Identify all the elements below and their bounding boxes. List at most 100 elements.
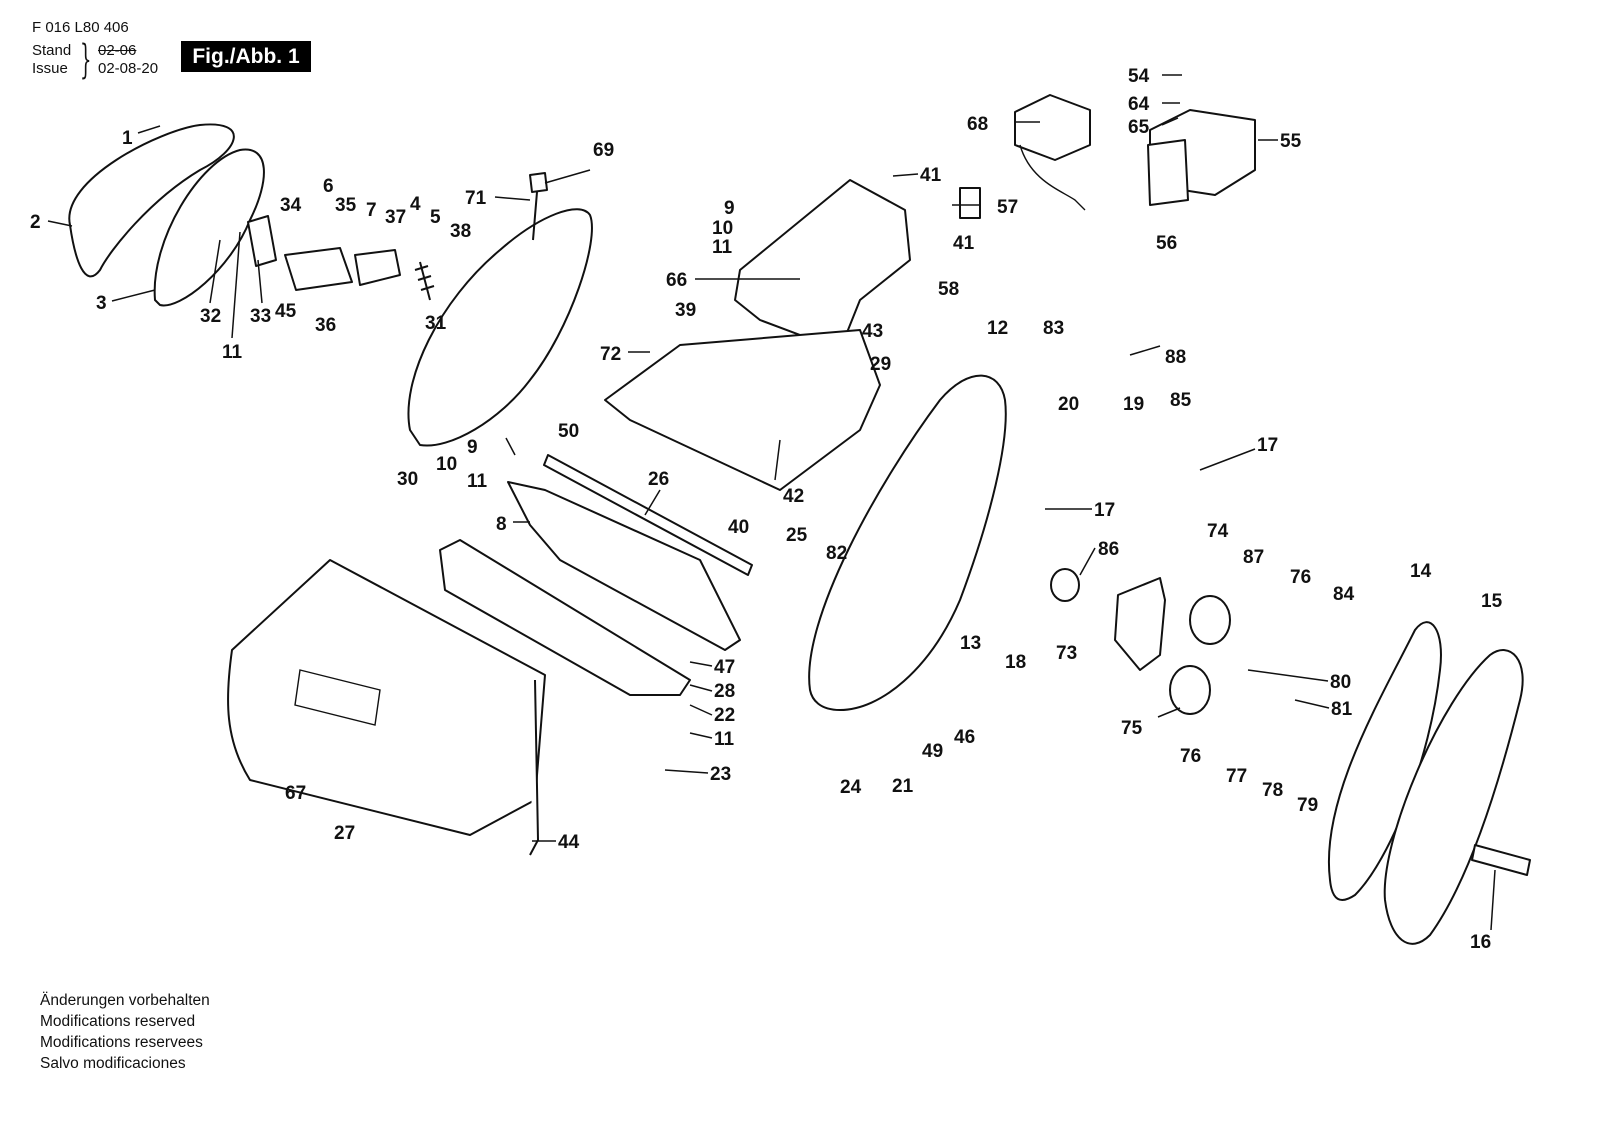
- callout-16: 16: [1470, 932, 1491, 953]
- callout-39: 39: [675, 300, 696, 321]
- figure-label: Fig./Abb. 1: [181, 41, 311, 72]
- callout-43: 43: [862, 321, 883, 342]
- leader-lines: [47, 74, 1496, 931]
- callout-66: 66: [666, 270, 687, 291]
- callout-86: 86: [1098, 539, 1119, 560]
- callout-17-a: 17: [1257, 435, 1278, 456]
- callout-28: 28: [714, 681, 735, 702]
- callout-77: 77: [1226, 766, 1247, 787]
- motor-cable-68: [1019, 144, 1086, 211]
- callout-30: 30: [397, 469, 418, 490]
- callout-38: 38: [450, 221, 471, 242]
- side-plate-12: [808, 374, 1007, 711]
- callout-1: 1: [122, 128, 133, 149]
- belt-cover-15: [1383, 649, 1524, 945]
- callout-82: 82: [826, 543, 847, 564]
- callout-76-a: 76: [1290, 567, 1311, 588]
- callout-85: 85: [1170, 390, 1192, 411]
- baffle-28: [439, 539, 691, 696]
- spring-31: [414, 261, 435, 301]
- callout-45: 45: [275, 301, 297, 322]
- callout-37: 37: [385, 207, 406, 228]
- callout-68: 68: [967, 114, 988, 135]
- callout-24: 24: [840, 777, 862, 798]
- toothed-belt-14: [1327, 621, 1442, 901]
- callout-47: 47: [714, 657, 735, 678]
- callout-10-top: 10: [712, 218, 733, 239]
- bracket-33: [247, 215, 277, 267]
- callout-87: 87: [1243, 547, 1264, 568]
- callout-84: 84: [1333, 584, 1355, 605]
- callout-44: 44: [558, 832, 580, 853]
- callout-11-bottom: 11: [714, 729, 735, 750]
- callout-11-top: 11: [712, 237, 733, 258]
- callout-15: 15: [1481, 591, 1503, 612]
- screw-71: [529, 172, 548, 241]
- callout-21: 21: [892, 776, 914, 797]
- callout-36: 36: [315, 315, 336, 336]
- callout-5: 5: [430, 207, 441, 228]
- brace-icon: }: [80, 37, 92, 83]
- callout-41-a: 41: [920, 165, 942, 186]
- callout-67: 67: [285, 783, 306, 804]
- callout-25: 25: [786, 525, 808, 546]
- callout-50: 50: [558, 421, 579, 442]
- callout-79: 79: [1297, 795, 1318, 816]
- drive-belt-3: [153, 148, 265, 307]
- callout-14: 14: [1410, 561, 1432, 582]
- note-german: Änderungen vorbehalten: [40, 992, 210, 1009]
- callout-75: 75: [1121, 718, 1143, 739]
- stand-value: 02-06: [98, 42, 137, 59]
- callout-11-mid: 11: [467, 471, 488, 492]
- hook-44: [529, 679, 539, 856]
- callout-58: 58: [938, 279, 959, 300]
- callout-34: 34: [280, 195, 302, 216]
- callout-6: 6: [323, 176, 334, 197]
- bracket-74: [1114, 577, 1166, 671]
- roller-shaft-26: [543, 454, 753, 576]
- pulley-87: [1189, 595, 1231, 645]
- callout-10-mid: 10: [436, 454, 457, 475]
- callout-78: 78: [1262, 780, 1283, 801]
- callout-26: 26: [648, 469, 669, 490]
- cover-66: [734, 179, 911, 351]
- issue-date: 02-08-20: [98, 60, 159, 77]
- callout-23: 23: [710, 764, 731, 785]
- cover-plate-29: [604, 329, 881, 491]
- callout-55: 55: [1280, 131, 1302, 152]
- note-english: Modifications reserved: [40, 1013, 196, 1030]
- side-plate-30: [407, 208, 593, 447]
- grass-box-27: [227, 559, 546, 836]
- callout-19: 19: [1123, 394, 1144, 415]
- note-spanish: Salvo modificaciones: [40, 1055, 186, 1072]
- gear-37: [354, 249, 401, 286]
- terminal-56: [1147, 139, 1189, 206]
- callout-46: 46: [954, 727, 975, 748]
- callout-3: 3: [96, 293, 107, 314]
- callout-80: 80: [1330, 672, 1351, 693]
- note-french: Modifications reservees: [40, 1034, 203, 1051]
- callout-72: 72: [600, 344, 621, 365]
- motor-68: [1014, 94, 1091, 161]
- callout-83: 83: [1043, 318, 1064, 339]
- callout-8: 8: [496, 514, 507, 535]
- callout-49: 49: [922, 741, 943, 762]
- callout-32: 32: [200, 306, 221, 327]
- callout-64: 64: [1128, 94, 1150, 115]
- callout-2: 2: [30, 212, 41, 233]
- guard-plate-8: [507, 481, 741, 651]
- callout-18: 18: [1005, 652, 1026, 673]
- callout-65: 65: [1128, 117, 1150, 138]
- document-number: F 016 L80 406: [32, 19, 129, 36]
- bolt-16: [1471, 844, 1531, 876]
- callout-40: 40: [728, 517, 749, 538]
- callout-41-b: 41: [953, 233, 975, 254]
- callout-4: 4: [410, 194, 421, 215]
- callout-69: 69: [593, 140, 614, 161]
- grass-box-handle-67: [294, 669, 381, 726]
- callout-35: 35: [335, 195, 357, 216]
- callout-73: 73: [1056, 643, 1077, 664]
- pulley-75: [1169, 665, 1211, 715]
- callout-13: 13: [960, 633, 981, 654]
